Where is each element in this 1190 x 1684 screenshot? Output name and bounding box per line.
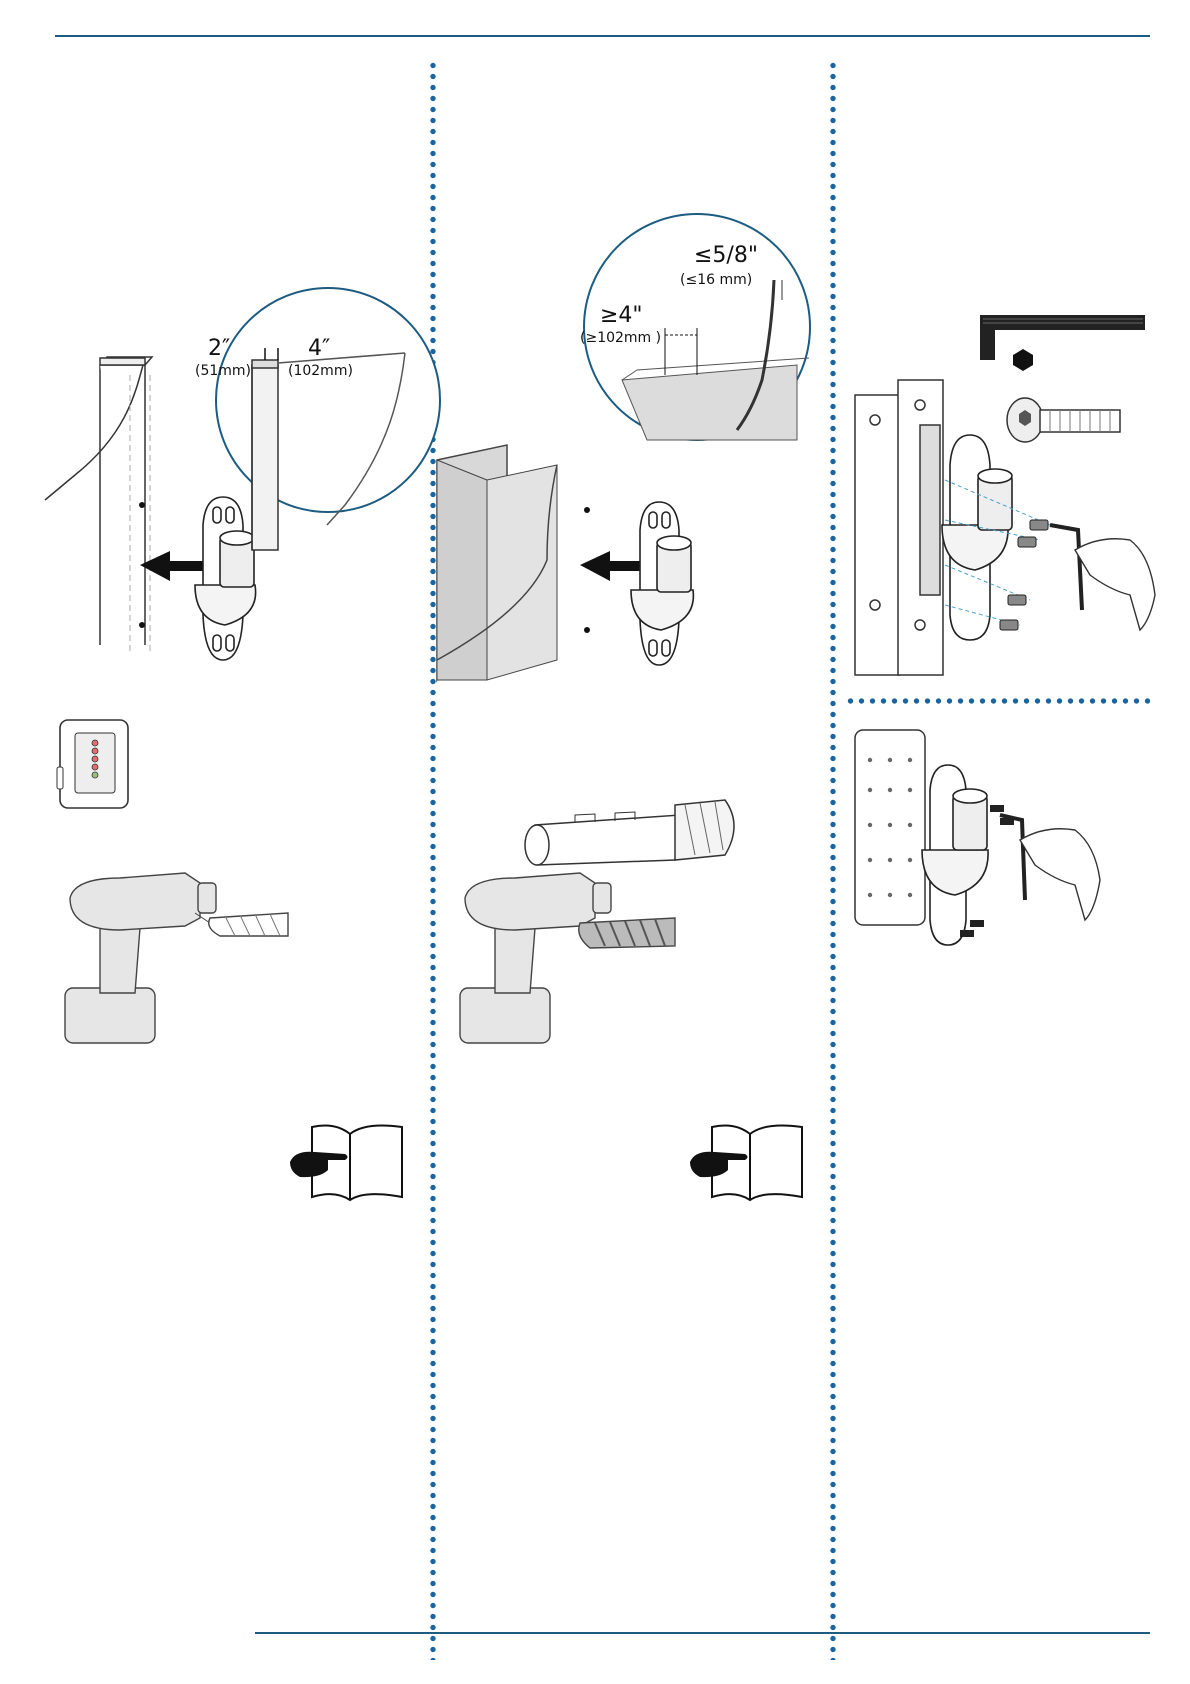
depth-label: ≥4" <box>600 303 643 328</box>
plate-mount-illustration <box>850 730 1170 960</box>
masonry-drill-bit <box>579 918 675 948</box>
column-divider-left <box>430 60 436 1660</box>
wood-stud-illustration: 2″ (51mm) 4″ (102mm) <box>45 285 425 685</box>
drywall-label: ≤5/8" <box>694 243 758 268</box>
drill-bit <box>209 913 288 936</box>
manual-icon <box>290 1122 410 1202</box>
column-divider-right <box>830 60 836 1660</box>
mount-bracket <box>942 435 1012 640</box>
depth-mm-label: (≥102mm ) <box>580 330 661 346</box>
drywall-mm-label: (≤16 mm) <box>680 272 752 288</box>
wall-rail <box>855 380 943 675</box>
stud-width-label: 2″ <box>208 336 230 361</box>
drill-icon <box>455 868 685 1058</box>
stud-finder-icon <box>55 715 135 815</box>
rail-mount-illustration <box>850 375 1170 675</box>
hand-icon <box>1075 539 1155 630</box>
mount-bracket <box>631 502 693 665</box>
concrete-wall-illustration: ≥4" (≥102mm ) ≤5/8" (≤16 mm) <box>437 210 817 680</box>
header-rule <box>55 35 1150 37</box>
mount-bracket <box>922 765 988 945</box>
stud-depth-mm-label: (102mm) <box>288 363 353 379</box>
wood-stud <box>45 357 152 645</box>
hand-icon <box>1020 829 1100 920</box>
hex-socket-icon <box>1013 349 1033 371</box>
wall-plate <box>855 730 925 925</box>
manual-icon <box>690 1122 810 1202</box>
stud-depth-label: 4″ <box>308 336 330 361</box>
row-divider-right <box>845 698 1150 704</box>
anchor-icon <box>515 785 745 875</box>
detail-magnifier <box>216 288 440 512</box>
stud-width-mm-label: (51mm) <box>195 363 251 379</box>
hex-key-icon <box>965 305 1150 375</box>
mount-bracket <box>195 497 256 660</box>
footer-rule <box>255 1632 1150 1634</box>
drill-icon <box>60 868 290 1058</box>
